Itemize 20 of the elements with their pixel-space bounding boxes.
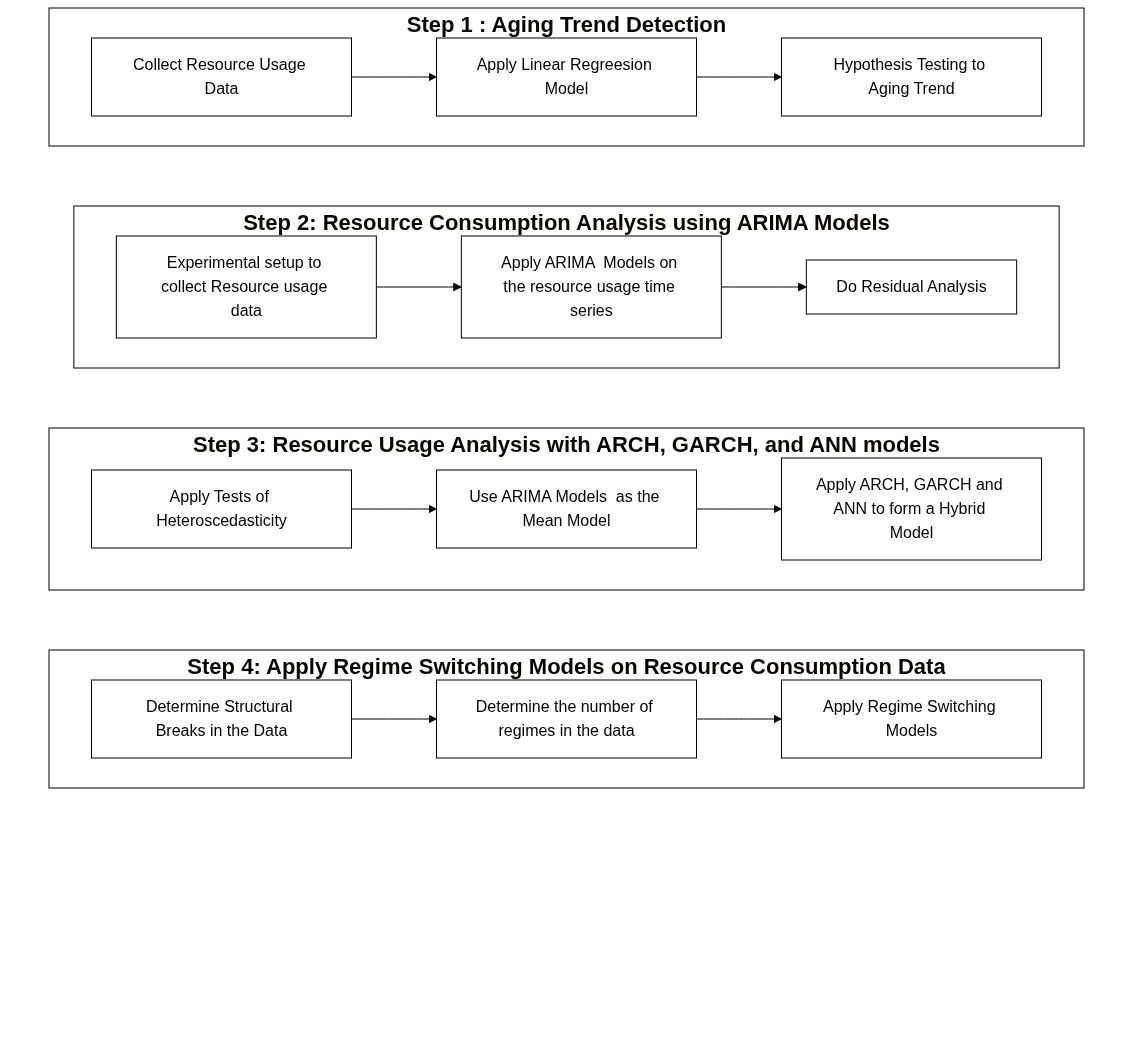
arrow bbox=[350, 504, 437, 514]
arrow bbox=[695, 504, 782, 514]
arrow bbox=[350, 714, 437, 724]
node-box: Apply Linear Regreesion Model bbox=[435, 37, 697, 117]
node-box: Apply Regime Switching Models bbox=[780, 679, 1042, 759]
arrow bbox=[720, 282, 807, 292]
node-box: Apply ARCH, GARCH and ANN to form a Hybrid Model bbox=[780, 457, 1042, 561]
node-box: Determine Structural Breaks in the Data bbox=[90, 679, 352, 759]
node-box: Collect Resource Usage Data bbox=[90, 37, 352, 117]
arrow bbox=[695, 72, 782, 82]
node-box: Determine the number of regimes in the data bbox=[435, 679, 697, 759]
arrow bbox=[375, 282, 462, 292]
node-box: Do Residual Analysis bbox=[805, 259, 1017, 315]
node-box: Hypothesis Testing to Aging Trend bbox=[780, 37, 1042, 117]
arrow bbox=[350, 72, 437, 82]
node-box: Use ARIMA Models as the Mean Model bbox=[435, 469, 697, 549]
arrow bbox=[695, 714, 782, 724]
node-box: Experimental setup to collect Resource usage data bbox=[115, 235, 377, 339]
node-box: Apply ARIMA Models on the resource usage time series bbox=[460, 235, 722, 339]
node-box: Apply Tests of Heteroscedasticity bbox=[90, 469, 352, 549]
